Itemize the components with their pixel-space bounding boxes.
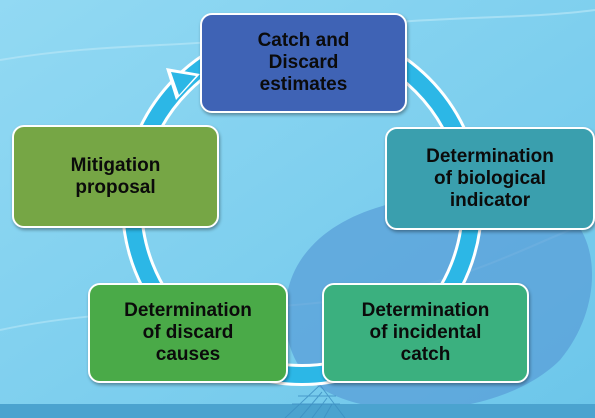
node-incidental-catch: Determination of incidental catch	[322, 283, 529, 383]
node-label: Mitigation proposal	[70, 154, 161, 198]
node-label: Catch and Discard estimates	[257, 30, 350, 95]
node-label: Determination of biological indicator	[426, 145, 554, 211]
node-label: Determination of discard causes	[124, 300, 252, 365]
node-label: Determination of incidental catch	[361, 300, 490, 365]
node-discard-causes: Determination of discard causes	[88, 283, 288, 383]
cycle-arrow-icon	[166, 68, 200, 100]
node-catch-discard-estimates: Catch and Discard estimates	[200, 13, 407, 113]
node-mitigation-proposal: Mitigation proposal	[12, 125, 219, 228]
background-bottom-band	[0, 404, 595, 418]
node-biological-indicator: Determination of biological indicator	[385, 127, 595, 230]
